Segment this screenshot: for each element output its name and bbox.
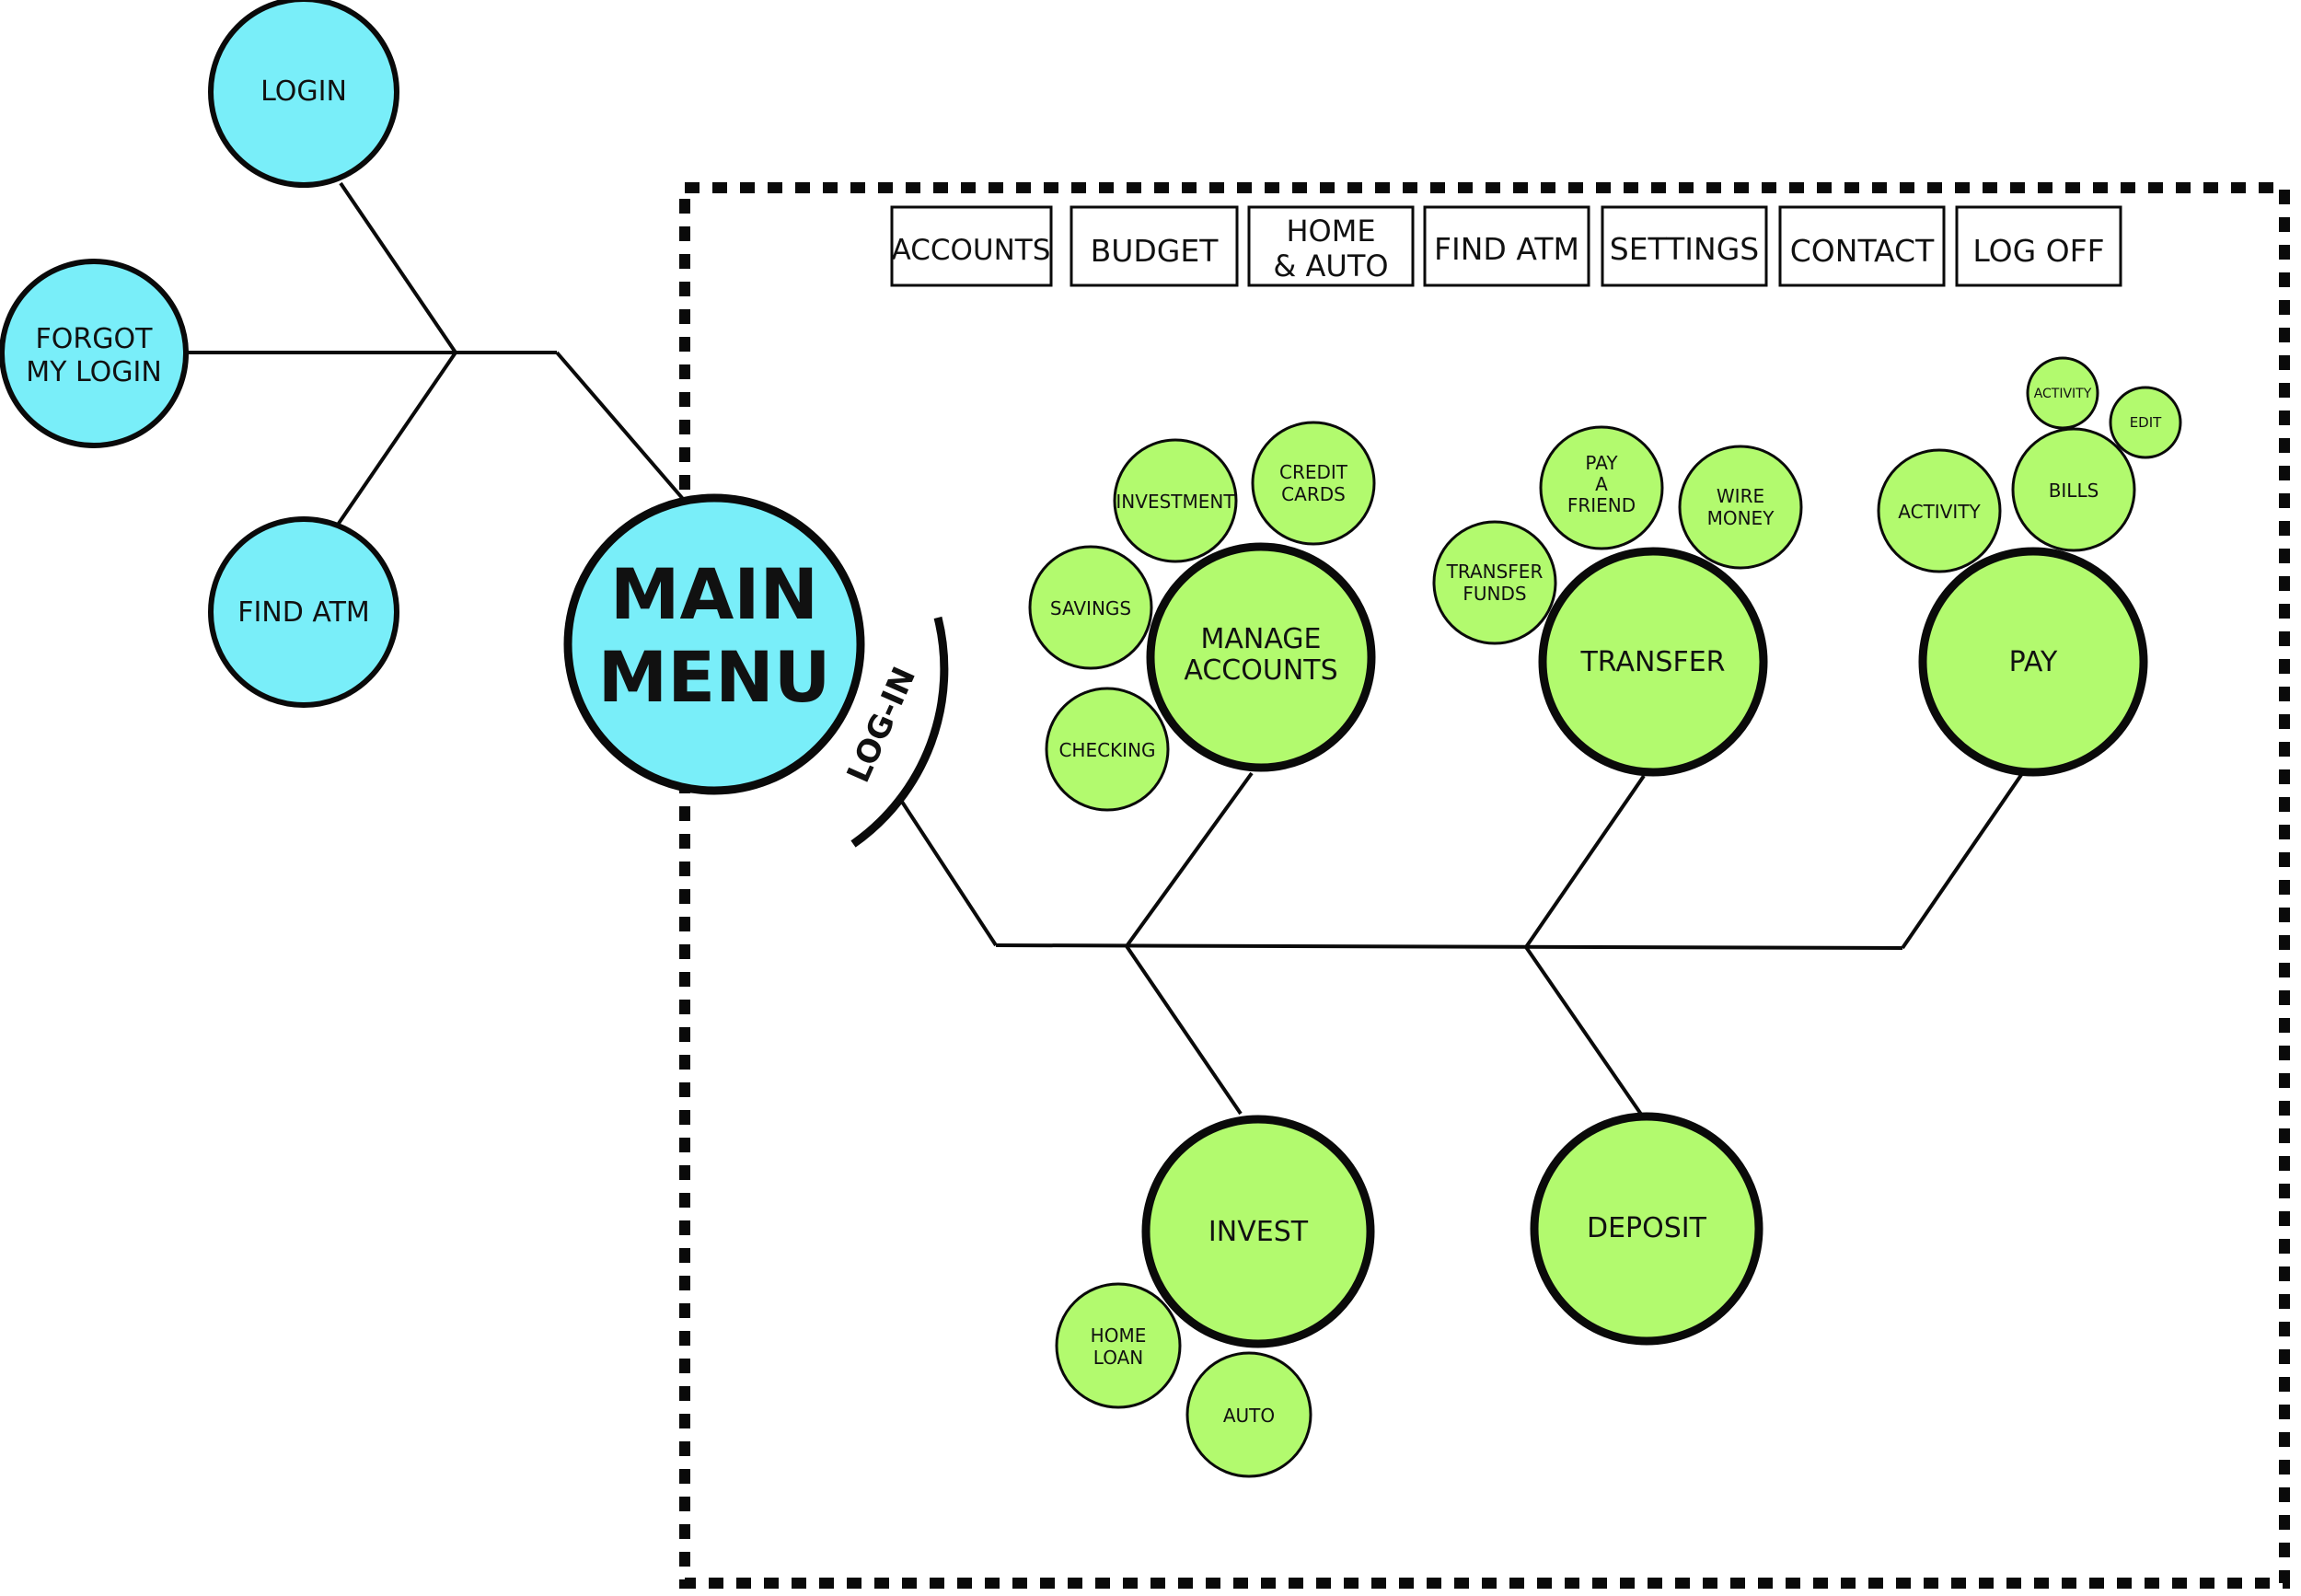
nav-tab-settings[interactable]: SETTINGS (1601, 205, 1768, 287)
node-transfer[interactable]: TRANSFER (1538, 547, 1768, 777)
node-bills-activity[interactable]: ACTIVITY (2026, 356, 2099, 430)
svg-text:SAVINGS: SAVINGS (1050, 597, 1131, 619)
node-deposit[interactable]: DEPOSIT (1530, 1112, 1763, 1346)
node-invest[interactable]: INVEST (1141, 1115, 1375, 1348)
svg-text:CHECKING: CHECKING (1058, 739, 1155, 761)
node-savings[interactable]: SAVINGS (1028, 545, 1153, 670)
node-pay-a-friend[interactable]: PAY A FRIEND (1539, 425, 1664, 550)
svg-text:MENU: MENU (598, 636, 831, 718)
nav-tab-log-off[interactable]: LOG OFF (1955, 205, 2122, 287)
node-pay[interactable]: PAY (1918, 547, 2148, 777)
svg-text:BILLS: BILLS (2049, 480, 2099, 502)
nav-tab-contact[interactable]: CONTACT (1778, 205, 1946, 287)
public-node-forgot-login[interactable]: FORGOT MY LOGIN (0, 259, 189, 448)
logged-in-area-boundary (679, 182, 2290, 1589)
node-bills-edit[interactable]: EDIT (2109, 386, 2182, 459)
svg-text:MANAGE: MANAGE (1200, 623, 1321, 655)
svg-text:MY LOGIN: MY LOGIN (26, 356, 162, 388)
svg-text:INVEST: INVEST (1208, 1216, 1309, 1248)
svg-text:FORGOT: FORGOT (36, 323, 154, 355)
svg-text:WIRE: WIRE (1717, 485, 1764, 507)
svg-text:ACCOUNTS: ACCOUNTS (892, 234, 1051, 267)
svg-text:ACCOUNTS: ACCOUNTS (1184, 654, 1337, 687)
svg-text:TRANSFER: TRANSFER (1446, 561, 1544, 583)
svg-text:ACTIVITY: ACTIVITY (1898, 501, 1981, 523)
svg-text:CONTACT: CONTACT (1790, 233, 1935, 269)
main-menu-node[interactable]: MAIN MENU (563, 493, 865, 795)
nav-tab-budget[interactable]: BUDGET (1070, 205, 1239, 287)
node-bills[interactable]: BILLS (2011, 427, 2136, 552)
svg-text:PAY: PAY (1585, 452, 1618, 474)
login-gate-arc (850, 616, 949, 848)
svg-text:FIND ATM: FIND ATM (1434, 231, 1579, 267)
svg-text:LOAN: LOAN (1093, 1347, 1143, 1369)
svg-text:A: A (1595, 473, 1608, 495)
svg-text:BUDGET: BUDGET (1091, 233, 1220, 269)
public-node-login[interactable]: LOGIN (208, 0, 399, 188)
node-auto[interactable]: AUTO (1185, 1351, 1312, 1478)
svg-text:TRANSFER: TRANSFER (1579, 646, 1725, 678)
svg-text:MONEY: MONEY (1707, 507, 1775, 529)
svg-text:FRIEND: FRIEND (1567, 494, 1636, 516)
svg-text:EDIT: EDIT (2130, 414, 2162, 431)
public-node-find-atm[interactable]: FIND ATM (208, 516, 399, 708)
node-credit-cards[interactable]: CREDIT CARDS (1251, 421, 1376, 546)
svg-text:FUNDS: FUNDS (1463, 583, 1526, 605)
nav-tab-home-auto[interactable]: HOME & AUTO (1247, 205, 1415, 287)
svg-text:LOGIN: LOGIN (260, 75, 347, 108)
nav-tab-find-atm[interactable]: FIND ATM (1423, 205, 1590, 287)
node-manage-accounts[interactable]: MANAGE ACCOUNTS (1146, 542, 1376, 772)
svg-text:AUTO: AUTO (1223, 1405, 1275, 1427)
svg-text:MAIN: MAIN (610, 553, 818, 635)
svg-text:LOG OFF: LOG OFF (1972, 233, 2104, 269)
svg-text:& AUTO: & AUTO (1273, 249, 1388, 283)
public-connectors (188, 181, 685, 526)
svg-text:HOME: HOME (1286, 214, 1375, 249)
svg-text:CREDIT: CREDIT (1279, 461, 1348, 483)
svg-text:INVESTMENT: INVESTMENT (1116, 491, 1235, 513)
node-wire-money[interactable]: WIRE MONEY (1678, 445, 1803, 570)
node-checking[interactable]: CHECKING (1045, 687, 1170, 812)
nav-tab-accounts[interactable]: ACCOUNTS (890, 205, 1053, 287)
svg-text:HOME: HOME (1091, 1324, 1147, 1347)
node-home-loan[interactable]: HOME LOAN (1055, 1282, 1182, 1409)
svg-text:DEPOSIT: DEPOSIT (1587, 1212, 1707, 1244)
node-investment[interactable]: INVESTMENT (1113, 438, 1238, 563)
svg-text:ACTIVITY: ACTIVITY (2034, 387, 2092, 401)
svg-text:SETTINGS: SETTINGS (1610, 231, 1759, 267)
svg-text:CARDS: CARDS (1281, 483, 1346, 505)
node-pay-activity[interactable]: ACTIVITY (1877, 448, 2002, 573)
account-connectors (898, 771, 2023, 1117)
node-transfer-funds[interactable]: TRANSFER FUNDS (1432, 520, 1557, 645)
svg-text:FIND ATM: FIND ATM (237, 596, 370, 629)
svg-text:PAY: PAY (2009, 646, 2058, 678)
